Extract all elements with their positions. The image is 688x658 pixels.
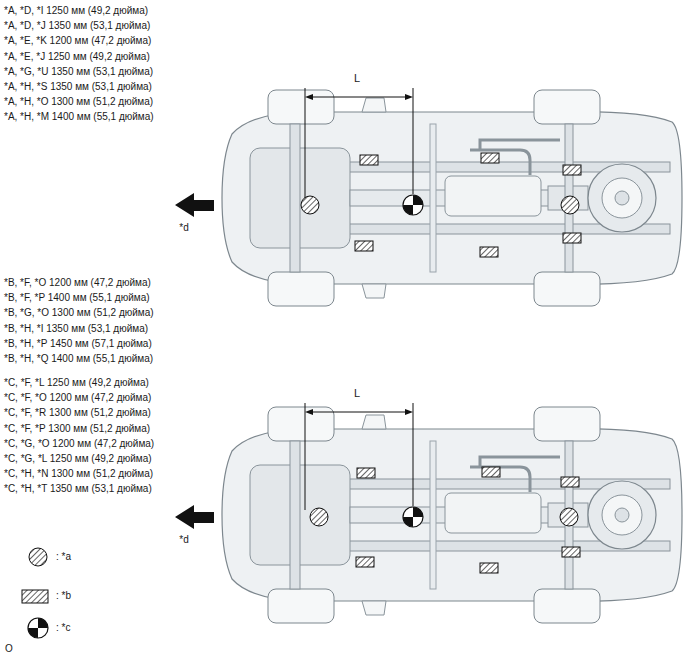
spec-line: *A, *D, *J 1350 мм (53,1 дюйма): [4, 20, 150, 32]
legend-text: : *c: [56, 622, 70, 634]
legend-sample: [29, 548, 47, 566]
center-of-gravity-symbol: [403, 507, 423, 527]
vehicle-underbody: [222, 407, 682, 623]
dimension-line: [305, 88, 413, 205]
front-arrow: [175, 193, 214, 217]
legend-sample: [28, 618, 48, 638]
spec-line: *C, *F, *L 1250 мм (49,2 дюйма): [4, 377, 149, 389]
spec-line: *B, *G, *O 1300 мм (51,2 дюйма): [4, 307, 154, 319]
center-of-gravity-symbol: [403, 195, 423, 215]
legend-text: : *b: [56, 590, 71, 602]
dimension-line: [305, 403, 413, 510]
spec-line: *B, *F, *O 1200 мм (47,2 дюйма): [4, 277, 151, 289]
vehicle-underbody: [222, 90, 682, 306]
spec-line: *B, *H, *I 1350 мм (53,1 дюйма): [4, 323, 148, 335]
spec-line: *A, *H, *S 1350 мм (53,1 дюйма): [4, 81, 152, 93]
callout-label: L: [354, 387, 360, 399]
spec-line: *C, *F, *P 1300 мм (51,2 дюйма): [4, 423, 150, 435]
callout-label: *d: [179, 222, 188, 234]
spec-line: *C, *H, *T 1350 мм (53,1 дюйма): [4, 483, 152, 495]
arrowhead: [405, 409, 413, 415]
legend-text: : *a: [56, 551, 71, 563]
lift-point-symbol: [561, 196, 579, 214]
jack-stand-symbols: [356, 467, 580, 573]
callout-label: *d: [179, 534, 188, 546]
callout-label: L: [354, 72, 360, 84]
spec-line: *A, *H, *O 1300 мм (51,2 дюйма): [4, 96, 153, 108]
spec-line: *A, *E, *J 1250 мм (49,2 дюйма): [4, 51, 150, 63]
spec-line: *C, *H, *N 1300 мм (51,2 дюйма): [4, 468, 153, 480]
spec-line: *C, *F, *O 1200 мм (47,2 дюйма): [4, 392, 151, 404]
jack-stand-symbols: [355, 153, 581, 257]
arrowhead: [305, 409, 313, 415]
legend-sample: [22, 590, 48, 603]
spec-line: *C, *G, *L 1250 мм (49,2 дюйма): [4, 453, 152, 465]
front-arrow: [175, 505, 214, 529]
spec-line: *C, *G, *O 1200 мм (47,2 дюйма): [4, 438, 154, 450]
spec-line: *A, *G, *U 1350 мм (53,1 дюйма): [4, 66, 153, 78]
spec-line: *B, *F, *P 1400 мм (55,1 дюйма): [4, 292, 150, 304]
lift-point-symbol: [301, 196, 319, 214]
arrowhead: [405, 94, 413, 100]
spec-line: *A, *E, *K 1200 мм (47,2 дюйма): [4, 35, 151, 47]
spec-line: *A, *D, *I 1250 мм (49,2 дюйма): [4, 5, 148, 17]
spec-line: O: [5, 643, 13, 655]
lift-point-symbol: [310, 508, 328, 526]
spec-line: *A, *H, *M 1400 мм (55,1 дюйма): [4, 111, 154, 123]
spec-line: *B, *H, *Q 1400 мм (55,1 дюйма): [4, 353, 153, 365]
spec-line: *C, *F, *R 1300 мм (51,2 дюйма): [4, 407, 151, 419]
spec-line: *B, *H, *P 1450 мм (57,1 дюйма): [4, 338, 152, 350]
arrowhead: [305, 94, 313, 100]
lift-point-symbol: [560, 508, 578, 526]
